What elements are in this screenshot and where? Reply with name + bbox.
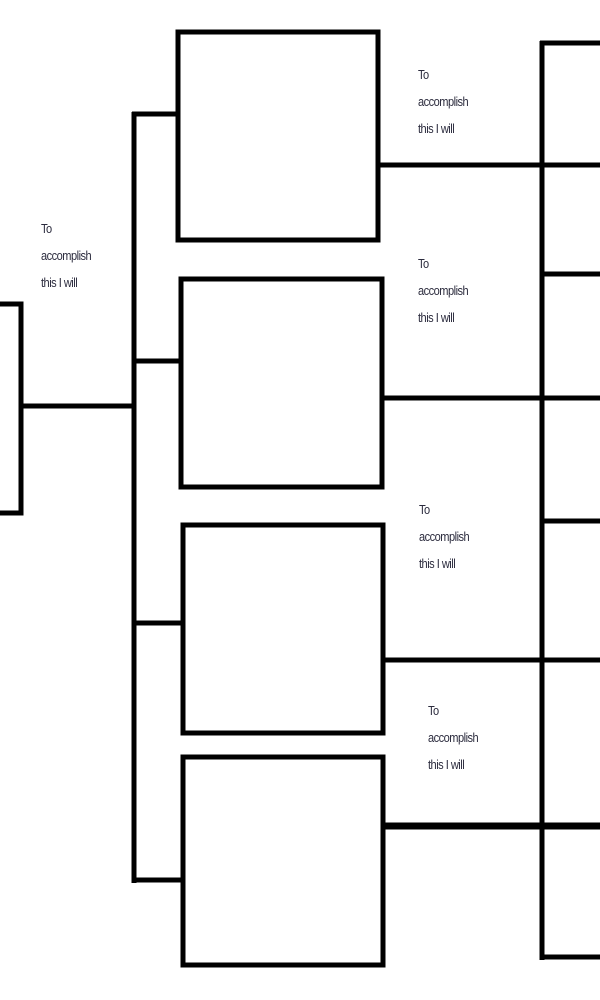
label-branch-4: To accomplish this I will [428,697,479,778]
middle-box-3 [180,522,386,736]
label-line: this I will [419,556,456,571]
middle-box-2 [178,276,385,490]
label-line: To [428,703,439,718]
label-line: this I will [418,121,455,136]
label-line: accomplish [419,529,470,544]
label-line: To [41,221,52,236]
label-root: To accomplish this I will [41,215,92,296]
label-branch-1: To accomplish this I will [418,61,469,142]
label-line: this I will [41,275,78,290]
label-line: accomplish [418,94,469,109]
label-line: To [418,67,429,82]
middle-box-1 [175,29,381,243]
root-box [0,301,24,516]
label-line: accomplish [428,730,479,745]
middle-box-4 [180,754,386,968]
label-line: accomplish [41,248,92,263]
label-line: To [418,256,429,271]
label-line: accomplish [418,283,469,298]
label-branch-3: To accomplish this I will [419,496,470,577]
label-line: this I will [418,310,455,325]
label-branch-2: To accomplish this I will [418,250,469,331]
label-line: To [419,502,430,517]
label-line: this I will [428,757,465,772]
